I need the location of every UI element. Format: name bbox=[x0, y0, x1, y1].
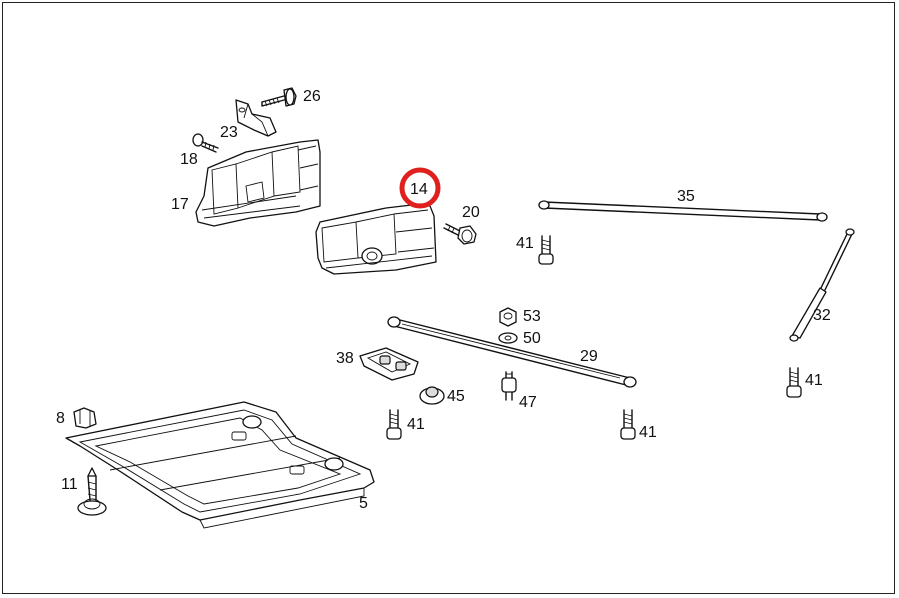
label-41-a: 41 bbox=[516, 235, 534, 252]
screw-18-drawing bbox=[192, 133, 219, 153]
label-53: 53 bbox=[523, 308, 541, 325]
label-14[interactable]: 14 bbox=[410, 181, 428, 198]
bolt-20-drawing bbox=[443, 223, 477, 245]
nut-53-drawing bbox=[499, 307, 517, 327]
label-41-c: 41 bbox=[639, 424, 657, 441]
label-20: 20 bbox=[462, 204, 480, 221]
panel-17-drawing bbox=[195, 139, 321, 227]
strap-29-drawing bbox=[387, 316, 637, 388]
label-5: 5 bbox=[359, 495, 368, 512]
label-17: 17 bbox=[171, 196, 189, 213]
screw-11-drawing bbox=[77, 467, 107, 516]
tray-5-drawing bbox=[65, 401, 375, 529]
bracket-23-drawing bbox=[235, 99, 277, 137]
label-41-d: 41 bbox=[805, 372, 823, 389]
bolt-41a-drawing bbox=[538, 235, 554, 265]
bolt-26-drawing bbox=[261, 87, 297, 107]
strut-32-drawing bbox=[789, 228, 855, 342]
stud-47-drawing bbox=[501, 371, 517, 401]
bolt-41b-drawing bbox=[386, 409, 402, 440]
plate-38-drawing bbox=[359, 347, 419, 381]
label-41-b: 41 bbox=[407, 416, 425, 433]
panel-14-drawing bbox=[315, 203, 437, 275]
washer-50-drawing bbox=[498, 332, 518, 344]
clip-8-drawing bbox=[73, 407, 97, 429]
label-8: 8 bbox=[56, 410, 65, 427]
label-35: 35 bbox=[677, 188, 695, 205]
label-26: 26 bbox=[303, 88, 321, 105]
label-23: 23 bbox=[220, 124, 238, 141]
rod-35-drawing bbox=[538, 200, 828, 222]
label-50: 50 bbox=[523, 330, 541, 347]
highlight-ring-14 bbox=[399, 167, 441, 209]
label-29: 29 bbox=[580, 348, 598, 365]
mount-45-drawing bbox=[419, 386, 445, 405]
bolt-41c-drawing bbox=[620, 409, 636, 440]
label-47: 47 bbox=[519, 394, 537, 411]
label-18: 18 bbox=[180, 151, 198, 168]
label-38: 38 bbox=[336, 350, 354, 367]
bolt-41d-drawing bbox=[786, 367, 802, 398]
label-45: 45 bbox=[447, 388, 465, 405]
label-32: 32 bbox=[813, 307, 831, 324]
label-11: 11 bbox=[61, 476, 78, 493]
